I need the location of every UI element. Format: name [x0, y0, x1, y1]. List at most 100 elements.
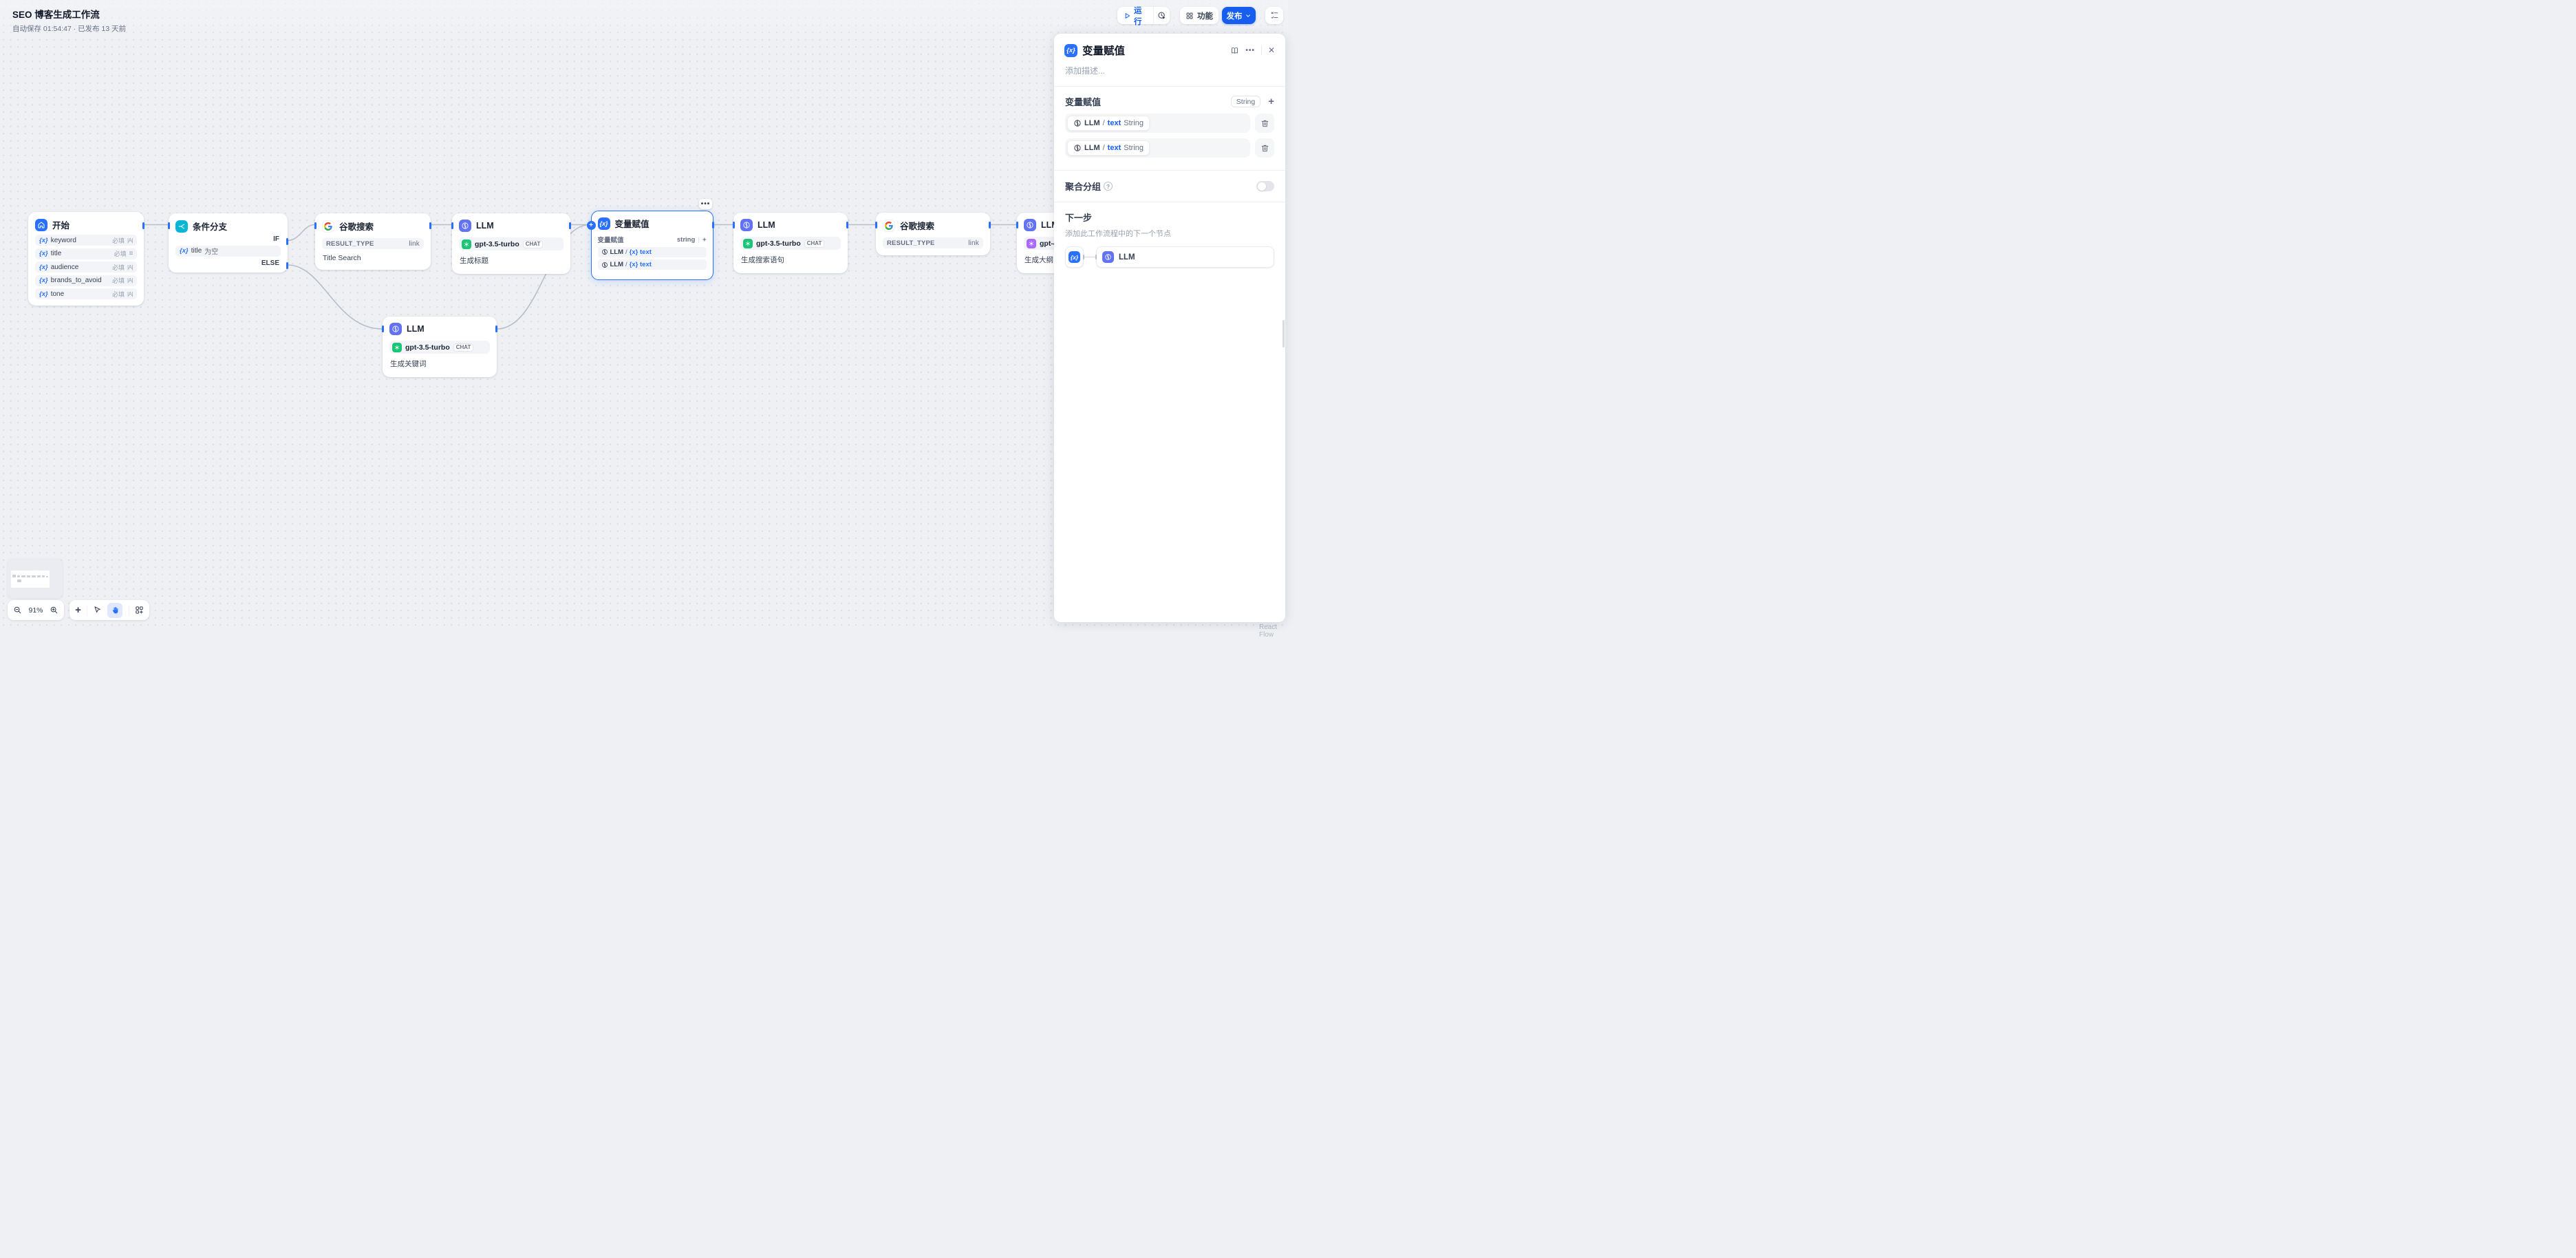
paragraph-icon: ≡ [129, 250, 133, 257]
llm-icon [1024, 219, 1036, 231]
delete-variable-button[interactable] [1255, 114, 1274, 133]
zoom-level[interactable]: 91% [28, 606, 43, 615]
if-output-handle[interactable] [286, 238, 288, 245]
divider [1260, 45, 1262, 55]
delete-variable-button[interactable] [1255, 138, 1274, 158]
next-node-label: LLM [1119, 253, 1135, 262]
next-node-chip[interactable]: LLM [1096, 246, 1274, 268]
source-node: LLM [1084, 144, 1100, 152]
organize-nodes-button[interactable] [135, 606, 144, 615]
node-title: 谷歌搜索 [900, 222, 935, 231]
chat-badge: CHAT [804, 239, 825, 248]
node-title: 条件分支 [193, 222, 228, 232]
model-name: gpt-3.5-turbo [405, 343, 450, 352]
input-handle[interactable] [382, 326, 384, 332]
output-handle[interactable] [711, 222, 714, 228]
group-toggle[interactable] [1256, 181, 1274, 191]
docs-book-icon[interactable] [1230, 46, 1239, 55]
assign-section-label: 变量赋值 [1065, 97, 1102, 107]
hand-tool-active[interactable] [107, 602, 123, 618]
node-more-button[interactable]: ••• [699, 199, 712, 209]
pointer-tool[interactable] [93, 606, 102, 615]
required-badge: 必填 [111, 237, 125, 244]
add-connection-button[interactable]: + [586, 221, 596, 230]
else-output-handle[interactable] [286, 262, 288, 269]
output-handle[interactable] [495, 326, 497, 332]
input-handle[interactable] [168, 222, 170, 229]
input-handle[interactable] [875, 222, 877, 228]
if-label: IF [273, 235, 279, 243]
publish-button[interactable]: 发布 [1222, 7, 1256, 24]
variable-icon: {x} [180, 247, 189, 255]
add-variable-button[interactable]: + [1268, 96, 1274, 107]
close-icon[interactable]: ✕ [1267, 45, 1275, 55]
connector-line [1083, 255, 1097, 260]
divider [1054, 170, 1285, 171]
assign-row[interactable]: LLM/{x} text [597, 246, 707, 257]
input-handle[interactable] [733, 222, 735, 228]
run-label: 运行 [1134, 6, 1142, 26]
checklist-button[interactable] [1265, 7, 1283, 24]
output-handle[interactable] [142, 222, 144, 229]
panel-more-button[interactable]: ••• [1245, 46, 1255, 54]
param-name: RESULT_TYPE [887, 239, 935, 247]
zoom-in-icon[interactable] [50, 606, 58, 615]
model-name: gpt-4 [1040, 239, 1058, 248]
google-icon [322, 220, 334, 233]
short-text-icon: |A| [127, 277, 133, 284]
zoom-out-icon[interactable] [13, 606, 22, 615]
output-handle[interactable] [846, 222, 848, 228]
run-button[interactable]: 运行 [1117, 5, 1153, 27]
output-handle[interactable] [989, 222, 991, 228]
param-name: RESULT_TYPE [326, 239, 374, 248]
input-handle[interactable] [314, 222, 316, 229]
publish-label: 发布 [1226, 12, 1243, 21]
run-history-button[interactable] [1154, 11, 1170, 20]
divider [1153, 7, 1154, 24]
plus-icon: + [589, 221, 593, 229]
panel-scrollbar[interactable] [1282, 320, 1285, 348]
node-description: 生成标题 [460, 257, 489, 265]
play-icon [1123, 12, 1131, 20]
variable-assign-icon: {x} [597, 217, 610, 230]
assign-label: 变量赋值 [597, 237, 624, 244]
description-input[interactable]: 添加描述... [1065, 66, 1106, 76]
output-handle[interactable] [429, 222, 431, 229]
type-selector[interactable]: String [1230, 96, 1261, 107]
features-button[interactable]: 功能 [1180, 7, 1219, 24]
assign-row[interactable]: LLM/{x} text [597, 259, 707, 270]
help-question-icon[interactable]: ? [1104, 182, 1113, 191]
edge-else-llm-keywords [287, 264, 383, 330]
workflow-title: SEO 博客生成工作流 [12, 10, 100, 20]
input-handle[interactable] [451, 222, 453, 229]
required-badge: 必填 [111, 277, 125, 284]
slash-separator: / [625, 261, 627, 268]
panel-title: 变量赋值 [1082, 45, 1126, 57]
required-badge: 必填 [111, 264, 125, 271]
output-handle[interactable] [569, 222, 571, 229]
input-handle[interactable] [1016, 222, 1018, 228]
minimap[interactable] [8, 559, 63, 598]
add-variable-button[interactable]: + [702, 235, 707, 244]
